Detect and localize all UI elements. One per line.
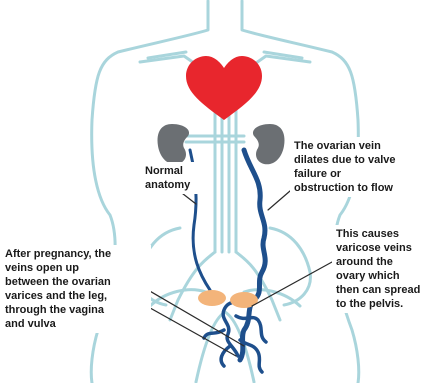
label-normal-anatomy: Normal anatomy	[141, 162, 211, 194]
pelvic-varices	[204, 296, 266, 372]
pelvis-outline	[140, 228, 311, 306]
kidney-icon	[158, 124, 190, 164]
heart-icon	[186, 56, 262, 120]
great-vessels	[170, 88, 280, 320]
kidney-icon	[253, 124, 285, 164]
label-varicose-veins: This causes varicose veins around the ov…	[332, 225, 436, 313]
label-after-pregnancy: After pregnancy, the veins open up betwe…	[1, 245, 151, 333]
label-ovarian-vein: The ovarian vein dilates due to valve fa…	[290, 137, 438, 197]
ovary-icon	[198, 290, 226, 306]
